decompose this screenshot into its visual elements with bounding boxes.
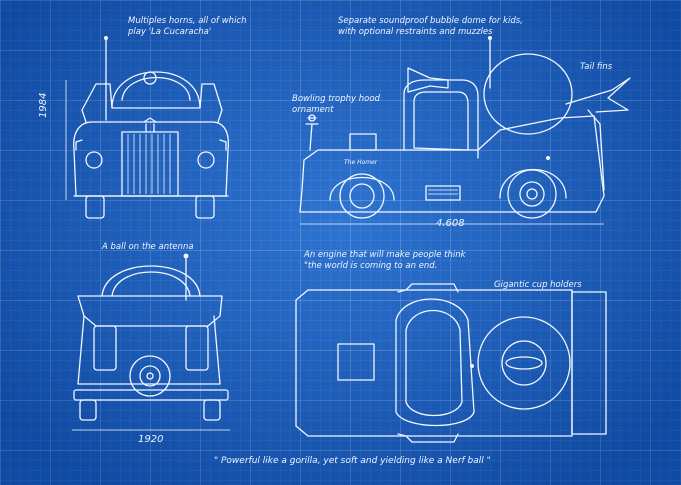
annotation-hood-ornament: Bowling trophy hood ornament (292, 94, 380, 116)
dimension-width: 1920 (138, 434, 164, 445)
annotation-antenna-ball: A ball on the antenna (102, 242, 194, 252)
quote: " Powerful like a gorilla, yet soft and … (214, 456, 491, 466)
annotation-engine-line-2: "the world is coming to an end. (304, 261, 438, 271)
annotation-cup-holders: Gigantic cup holders (494, 280, 582, 290)
annotation-horns-line-1: Multiples horns, all of which (128, 16, 247, 26)
annotation-tail-fins: Tail fins (580, 62, 613, 72)
annotation-dome-line-1: Separate soundproof bubble dome for kids… (338, 16, 523, 26)
annotation-engine: An engine that will make people think "t… (304, 250, 466, 272)
annotation-hood-ornament-line-2: ornament (292, 105, 334, 115)
front-view (65, 36, 230, 219)
dimension-length: 4.608 (436, 218, 465, 229)
dimension-height: 1984 (38, 92, 49, 118)
annotation-dome: Separate soundproof bubble dome for kids… (338, 16, 523, 38)
annotation-horns-line-2: play 'La Cucaracha' (128, 27, 212, 37)
badge-text: The Homer (344, 159, 378, 166)
annotation-engine-line-1: An engine that will make people think (304, 250, 466, 260)
annotation-dome-line-2: with optional restraints and muzzles (338, 27, 493, 37)
side-view (299, 36, 631, 225)
annotation-horns: Multiples horns, all of which play 'La C… (128, 16, 247, 38)
top-view (295, 283, 607, 443)
annotation-hood-ornament-line-1: Bowling trophy hood (292, 94, 380, 104)
rear-view (72, 253, 230, 431)
